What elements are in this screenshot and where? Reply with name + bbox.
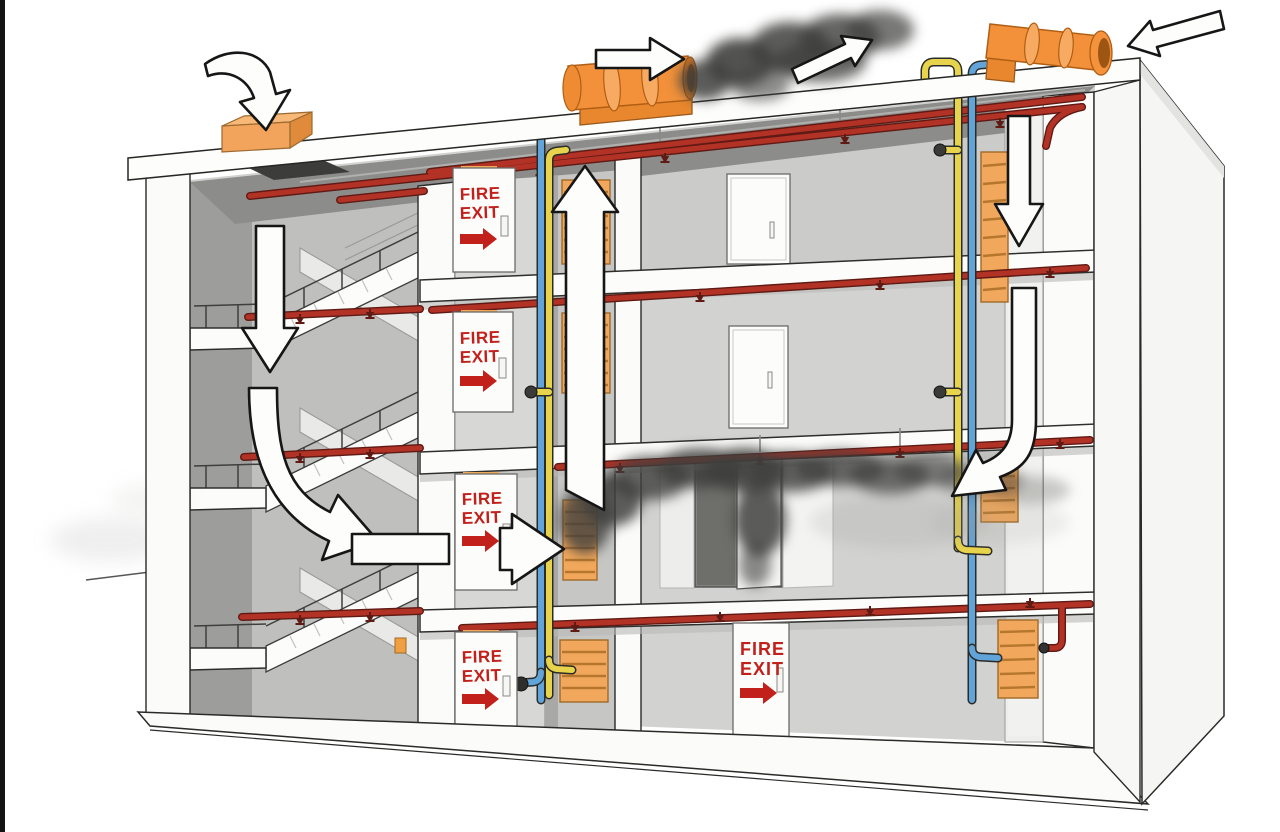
fire-exit-sign-arrow <box>462 688 499 710</box>
smoke-extract-shaft-up-arrow <box>550 164 620 512</box>
fire-exit-sign-line2: EXIT <box>459 347 500 367</box>
half-landing-3 <box>189 647 267 671</box>
door-handle <box>776 667 784 693</box>
supply-floor-curved-down-arrow <box>950 286 1038 498</box>
door-leaf <box>732 622 790 738</box>
fan-inlet-cap <box>562 64 582 112</box>
right-gable-wall <box>1139 57 1225 806</box>
roof-intake-curved-down-arrow <box>203 51 292 132</box>
stairwell-down-arrow <box>240 224 300 374</box>
supply-grille-3 <box>997 619 1039 699</box>
fire-exit-sign-arrow <box>460 370 497 392</box>
room-door-third-floor <box>728 325 789 429</box>
right-corner-pillar <box>1093 79 1141 804</box>
fire-exit-door-4 <box>454 630 518 733</box>
door-handle <box>769 221 775 239</box>
base-slab <box>136 711 1150 805</box>
roof-equipment <box>221 22 1113 153</box>
drain-elbow <box>1044 603 1065 651</box>
smoke-plume-diagonal-arrow <box>790 34 874 85</box>
door-handle <box>767 371 773 389</box>
dry-riser-right <box>922 59 961 551</box>
fan-ring <box>1024 22 1040 66</box>
level-4-main <box>459 601 1093 631</box>
fan-ring <box>1058 27 1074 69</box>
manual-call-point <box>394 637 407 654</box>
shaft-riser-valves <box>501 385 577 692</box>
vent-front-face <box>221 121 291 153</box>
fire-exit-sign-line1: FIRE <box>740 639 785 659</box>
fire-exit-door-ground-right <box>732 622 790 738</box>
fire-exit-sign-arrow <box>460 228 497 250</box>
stair-roof-branch <box>337 188 427 203</box>
fire-exit-sign-arrow <box>740 682 777 704</box>
stairwell-left-wall-shade <box>190 182 252 716</box>
ground-line <box>85 571 151 581</box>
level-4-stair-main <box>239 608 423 620</box>
supply-air-fan <box>985 22 1113 83</box>
fire-exit-sign-line1: FIRE <box>461 489 502 509</box>
base-slab-bottom-line <box>149 729 1149 811</box>
fire-exit-sign-line2: EXIT <box>461 666 502 686</box>
half-landing-2 <box>189 487 267 511</box>
fire-exit-sign-line2: EXIT <box>461 508 502 528</box>
exterior-airflow-arrows <box>203 9 1226 132</box>
room-door-third-floor-panel <box>732 329 785 425</box>
room-door-top-floor-panel <box>730 177 787 261</box>
interior-airflow-arrows <box>240 114 1045 586</box>
fire-exit-sign-line1: FIRE <box>461 647 502 667</box>
dry-riser-valve-wheel <box>933 143 947 157</box>
drain-valve-wheel <box>1038 642 1050 654</box>
supply-grille-1 <box>980 151 1009 303</box>
gable-roof-edge-shade <box>1140 60 1224 178</box>
fan-inlet-opening <box>1098 38 1110 68</box>
door-handle <box>500 215 509 237</box>
fire-exit-door-1 <box>452 166 516 273</box>
supply-fan-intake-left-arrow <box>1126 9 1226 58</box>
fire-exit-doors: FIRE EXIT FIRE EXIT FIRE EXIT FIRE EXIT … <box>452 166 790 738</box>
upper-flight-hint-2 <box>344 223 421 261</box>
fire-exit-sign-line2: EXIT <box>459 203 500 223</box>
roof-main-elbow <box>1043 104 1085 149</box>
smoke-exhaust-right-arrow <box>594 36 686 82</box>
vent-side-face <box>289 111 313 150</box>
fire-exit-sign-line2: EXIT <box>740 659 784 679</box>
fire-exit-sign-line1: FIRE <box>459 328 500 348</box>
upper-flight-hint <box>344 211 421 249</box>
door-leaf <box>454 631 518 733</box>
left-facade-pillar <box>145 163 191 729</box>
escape-route-right-arrow <box>498 512 566 586</box>
stairwell <box>189 211 421 674</box>
dry-riser-shaft <box>546 147 569 698</box>
room-doors <box>726 173 791 429</box>
room-door-top-floor <box>726 173 791 265</box>
right-riser-valves <box>933 143 1003 663</box>
door-handle <box>502 675 511 697</box>
image-left-edge <box>0 0 5 832</box>
dry-riser-valve-wheel <box>524 385 538 399</box>
dry-riser-valve-wheel <box>933 385 947 399</box>
roof-level-main <box>247 104 1085 199</box>
fire-exit-signs: FIRE EXIT FIRE EXIT FIRE EXIT FIRE EXIT … <box>459 184 785 710</box>
escape-route-arrow-tail <box>350 532 451 566</box>
supply-shaft-down-arrow <box>993 114 1045 248</box>
door-handle <box>498 357 507 379</box>
fire-exit-door-2 <box>452 310 514 413</box>
fire-exit-sign-arrow <box>462 530 499 552</box>
fire-exit-sign-line1: FIRE <box>459 184 500 204</box>
